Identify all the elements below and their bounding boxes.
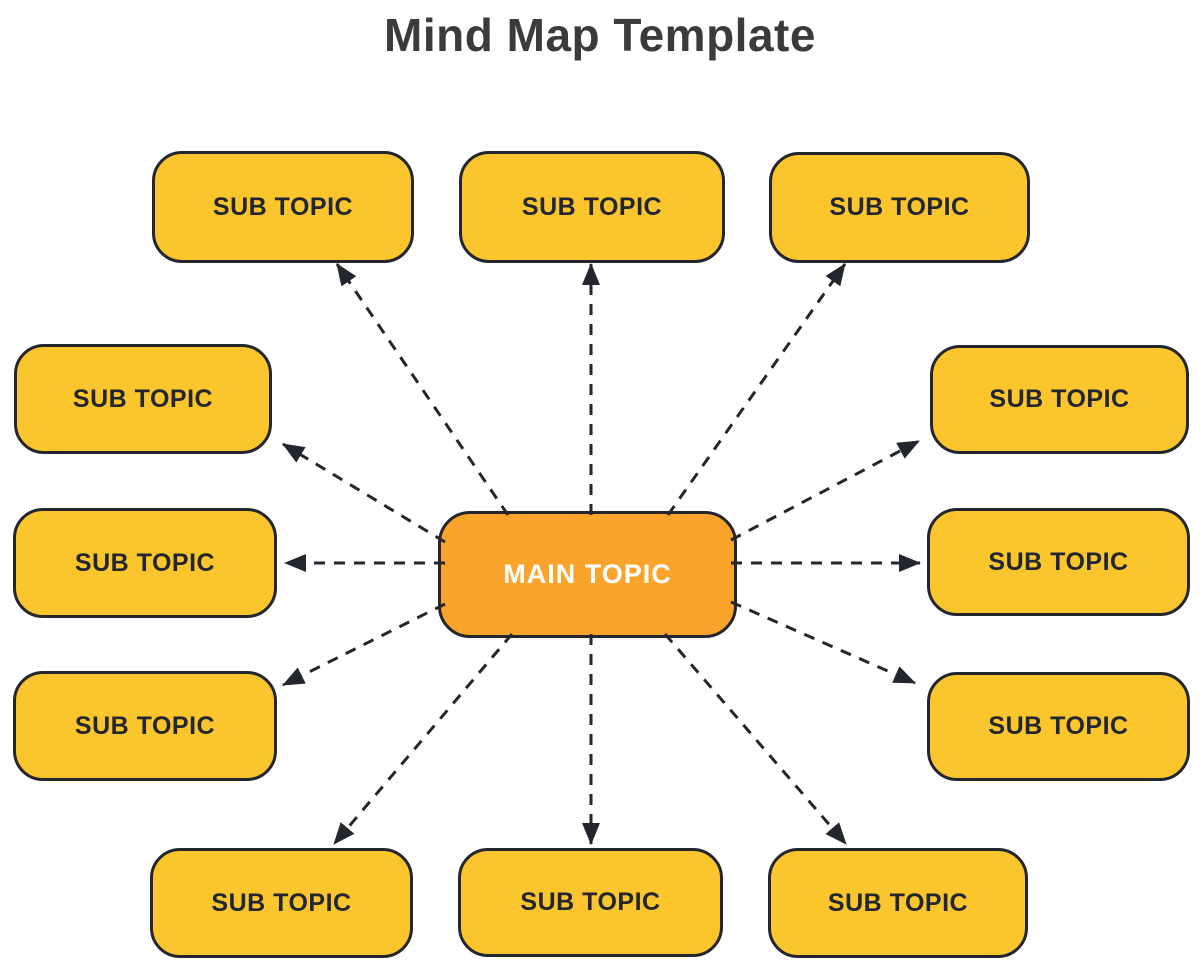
sub-bottom-center-node[interactable]: SUB TOPIC [458, 848, 723, 957]
connector-arrow-sub-left-upper [282, 442, 446, 544]
sub-right-upper-node[interactable]: SUB TOPIC [930, 345, 1189, 454]
page-title: Mind Map Template [384, 9, 816, 61]
sub-left-upper-label: SUB TOPIC [72, 384, 214, 413]
connector-arrow-sub-bottom-left [332, 633, 514, 845]
sub-left-lower-label: SUB TOPIC [74, 711, 216, 740]
connector-arrow-sub-top-right [666, 263, 847, 516]
connector-arrow-sub-right-lower [730, 600, 916, 685]
main-topic-label: MAIN TOPIC [503, 559, 672, 589]
sub-right-lower-label: SUB TOPIC [988, 712, 1129, 740]
sub-bottom-left-node[interactable]: SUB TOPIC [150, 848, 413, 958]
sub-top-center-label: SUB TOPIC [521, 192, 663, 221]
sub-top-right-label: SUB TOPIC [829, 193, 970, 221]
sub-top-left-node[interactable]: SUB TOPIC [152, 151, 414, 263]
sub-right-middle-label: SUB TOPIC [988, 547, 1129, 576]
connector-arrow-sub-bottom-right [663, 633, 848, 845]
sub-bottom-right-node[interactable]: SUB TOPIC [768, 848, 1028, 958]
sub-right-lower-node[interactable]: SUB TOPIC [927, 672, 1190, 781]
sub-left-lower-node[interactable]: SUB TOPIC [13, 671, 277, 781]
connector-arrow-sub-right-upper [730, 439, 920, 542]
sub-top-center-node[interactable]: SUB TOPIC [459, 151, 725, 263]
sub-bottom-right-label: SUB TOPIC [827, 888, 969, 917]
main-topic-node[interactable]: MAIN TOPIC [438, 511, 737, 638]
sub-bottom-left-label: SUB TOPIC [211, 888, 352, 917]
sub-right-upper-label: SUB TOPIC [989, 385, 1130, 413]
connector-arrow-sub-left-lower [282, 602, 446, 687]
sub-bottom-center-label: SUB TOPIC [520, 888, 661, 916]
connector-arrow-sub-top-left [335, 263, 510, 516]
sub-left-upper-node[interactable]: SUB TOPIC [14, 344, 272, 454]
sub-left-middle-node[interactable]: SUB TOPIC [13, 508, 277, 618]
sub-top-right-node[interactable]: SUB TOPIC [769, 152, 1030, 263]
sub-left-middle-label: SUB TOPIC [74, 548, 216, 577]
sub-right-middle-node[interactable]: SUB TOPIC [927, 508, 1190, 616]
sub-top-left-label: SUB TOPIC [212, 192, 354, 221]
